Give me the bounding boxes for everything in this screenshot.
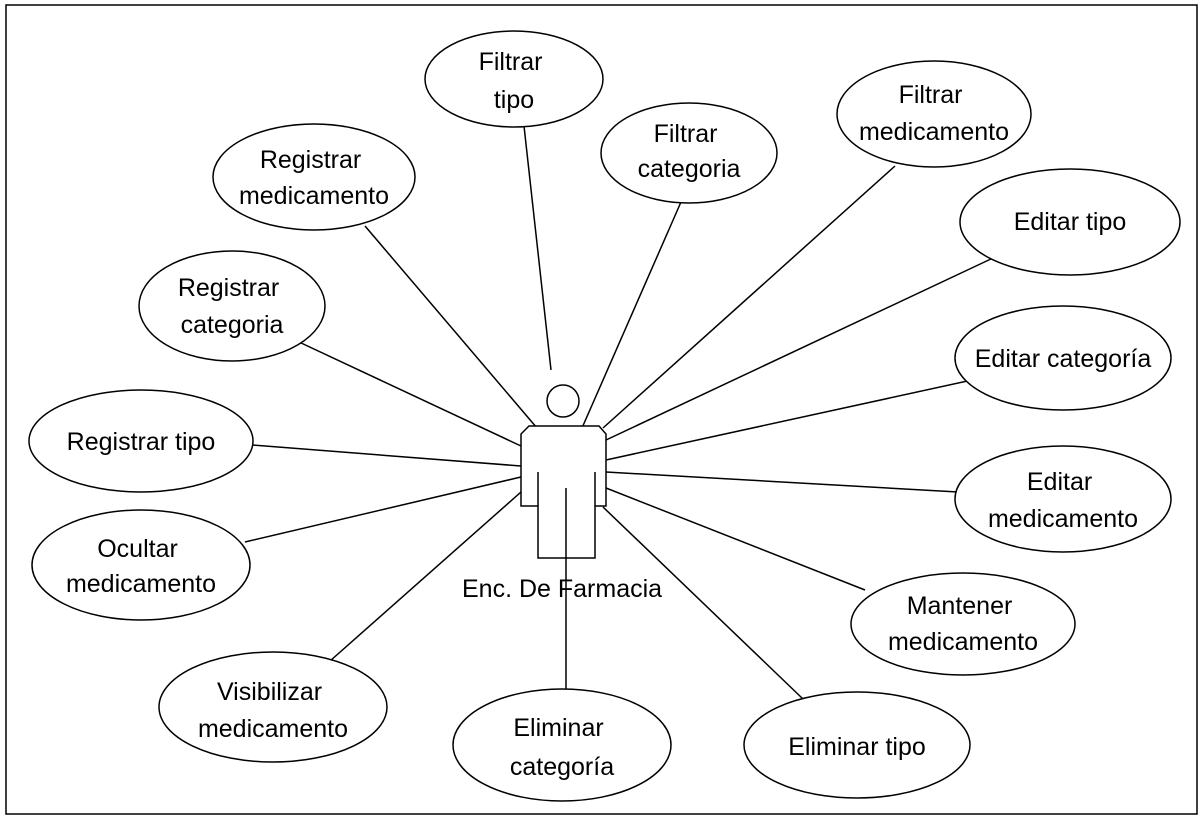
use-case-label-line: medicamento xyxy=(988,505,1138,533)
use-case-label: Registrar medicamento xyxy=(239,146,389,210)
use-case-label-line: Visibilizar xyxy=(217,678,322,706)
use-case-label-line: Editar categoría xyxy=(975,345,1152,373)
actor-body-icon xyxy=(520,425,607,559)
assoc-filtrar-medicamento xyxy=(602,165,896,429)
use-case-label-line: Registrar xyxy=(178,274,279,302)
use-case-label: Filtrar tipo xyxy=(479,48,550,114)
use-case-label: Registrar tipo xyxy=(67,428,216,456)
use-case-filtrar-tipo[interactable]: Filtrar tipo xyxy=(424,30,604,128)
assoc-filtrar-categoria xyxy=(581,201,682,429)
use-case-registrar-categoria[interactable]: Registrar categoria xyxy=(138,250,326,362)
use-case-filtrar-medicamento[interactable]: Filtrar medicamento xyxy=(836,60,1032,168)
use-case-editar-medicamento[interactable]: Editar medicamento xyxy=(954,445,1172,553)
use-case-label-line: categoria xyxy=(638,155,741,183)
use-case-label-line: medicamento xyxy=(66,570,216,598)
use-case-label-line: Eliminar xyxy=(513,714,603,742)
use-case-label-line: tipo xyxy=(494,86,534,114)
assoc-visibilizar-medicamento xyxy=(329,491,522,662)
use-case-label-line: Editar xyxy=(1027,468,1092,496)
assoc-registrar-medicamento xyxy=(364,225,538,429)
use-case-editar-tipo[interactable]: Editar tipo xyxy=(959,168,1181,276)
use-case-label: Ocultar medicamento xyxy=(66,535,216,598)
use-case-label-line: Registrar xyxy=(260,146,361,174)
assoc-editar-tipo xyxy=(605,257,994,441)
use-case-label-line: medicamento xyxy=(859,118,1009,146)
use-case-registrar-tipo[interactable]: Registrar tipo xyxy=(28,389,254,493)
use-case-ocultar-medicamento[interactable]: Ocultar medicamento xyxy=(31,509,251,621)
assoc-registrar-categoria xyxy=(298,341,522,447)
assoc-editar-medicamento xyxy=(605,471,959,493)
use-case-label-line: medicamento xyxy=(888,628,1038,656)
use-case-label-line: Filtrar xyxy=(899,81,963,109)
use-case-eliminar-tipo[interactable]: Eliminar tipo xyxy=(743,691,971,799)
use-case-label-line: Editar tipo xyxy=(1014,208,1127,236)
actor-figure[interactable]: Enc. De Farmacia xyxy=(462,384,662,603)
use-case-visibilizar-medicamento[interactable]: Visibilizar medicamento xyxy=(158,651,388,763)
use-cases: Filtrar tipo Filtrar categoria Filtrar m… xyxy=(28,30,1181,802)
use-case-label-line: Ocultar xyxy=(97,535,178,563)
assoc-eliminar-tipo xyxy=(602,506,804,700)
use-case-label: Registrar categoria xyxy=(178,274,286,339)
use-case-label-line: Registrar tipo xyxy=(67,428,216,456)
use-case-label-line: Filtrar xyxy=(479,48,543,76)
use-case-label: Editar medicamento xyxy=(988,468,1138,533)
use-case-label: Filtrar medicamento xyxy=(859,81,1009,146)
actor-head-icon xyxy=(546,384,580,418)
use-case-label: Visibilizar medicamento xyxy=(198,678,348,743)
use-case-label-line: medicamento xyxy=(198,715,348,743)
actor-label: Enc. De Farmacia xyxy=(462,575,662,603)
use-case-label-line: Mantener xyxy=(907,592,1013,620)
use-case-registrar-medicamento[interactable]: Registrar medicamento xyxy=(212,123,416,231)
use-case-label-line: medicamento xyxy=(239,182,389,210)
use-case-eliminar-categoria[interactable]: Eliminar categoría xyxy=(452,688,672,802)
use-case-label: Editar categoría xyxy=(975,345,1152,373)
assoc-filtrar-tipo xyxy=(523,125,552,371)
use-case-label-line: Eliminar tipo xyxy=(788,733,926,761)
use-case-editar-categoria[interactable]: Editar categoría xyxy=(954,305,1172,411)
use-case-label-line: Filtrar xyxy=(654,120,718,148)
use-case-label: Filtrar categoria xyxy=(638,120,741,183)
use-case-filtrar-categoria[interactable]: Filtrar categoria xyxy=(600,102,778,204)
use-case-label: Eliminar tipo xyxy=(788,733,926,761)
use-case-mantener-medicamento[interactable]: Mantener medicamento xyxy=(850,572,1076,676)
assoc-ocultar-medicamento xyxy=(244,476,522,543)
assoc-registrar-tipo xyxy=(251,444,522,467)
use-case-label-line: categoría xyxy=(510,753,614,781)
use-case-label: Eliminar categoría xyxy=(510,714,614,781)
assoc-editar-categoria xyxy=(605,379,973,461)
assoc-mantener-medicamento xyxy=(605,487,866,591)
use-case-label: Editar tipo xyxy=(1014,208,1127,236)
use-case-label-line: categoria xyxy=(181,311,284,339)
diagram-frame xyxy=(5,4,1198,815)
association-lines xyxy=(244,125,994,700)
use-case-label: Mantener medicamento xyxy=(888,592,1038,656)
